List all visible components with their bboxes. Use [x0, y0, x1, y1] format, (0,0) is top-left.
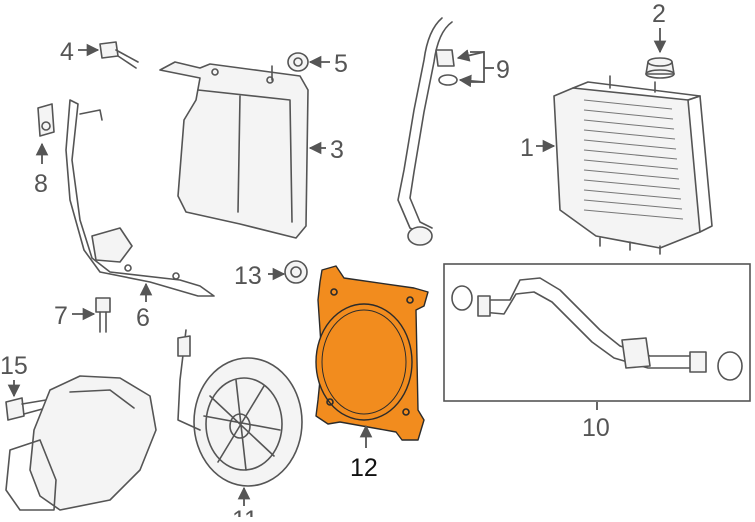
part-13-nut[interactable]: [284, 260, 308, 284]
callout-7: 7: [54, 302, 68, 330]
callout-11: 11: [232, 506, 258, 517]
callout-6: 6: [136, 304, 150, 332]
leader-lines: [7, 28, 667, 506]
callout-labels: 1 2 3 4 5 6 7 8 9 10 11 12 13 15: [0, 0, 666, 522]
callout-4: 4: [60, 38, 74, 66]
part-9-pipe[interactable]: [397, 17, 458, 246]
part-5-nut[interactable]: [287, 52, 309, 72]
part-11-fan[interactable]: [177, 329, 303, 487]
part-6-bracket[interactable]: [65, 99, 215, 297]
callout-1: 1: [520, 134, 534, 162]
callout-9: 9: [496, 56, 510, 84]
part-4-bolt[interactable]: [99, 41, 139, 69]
part-3-shield[interactable]: [159, 61, 309, 239]
callout-10: 10: [582, 414, 610, 442]
part-2-mount-grommet[interactable]: [645, 57, 675, 79]
part-12-fan-shroud-highlighted[interactable]: [315, 265, 429, 441]
part-10-hose-inset[interactable]: [443, 263, 751, 402]
part-15-bolt[interactable]: [5, 397, 47, 421]
housing-lower-left[interactable]: [5, 375, 157, 511]
callout-5: 5: [334, 50, 348, 78]
callout-13: 13: [234, 262, 262, 290]
part-1-cooler[interactable]: [553, 75, 713, 255]
callout-12: 12: [350, 454, 378, 482]
callout-15: 15: [0, 352, 28, 380]
part-7-bolt[interactable]: [95, 297, 111, 333]
callout-2: 2: [652, 0, 666, 28]
callout-8: 8: [34, 170, 48, 198]
part-8-clip[interactable]: [37, 103, 55, 137]
callout-3: 3: [330, 136, 344, 164]
